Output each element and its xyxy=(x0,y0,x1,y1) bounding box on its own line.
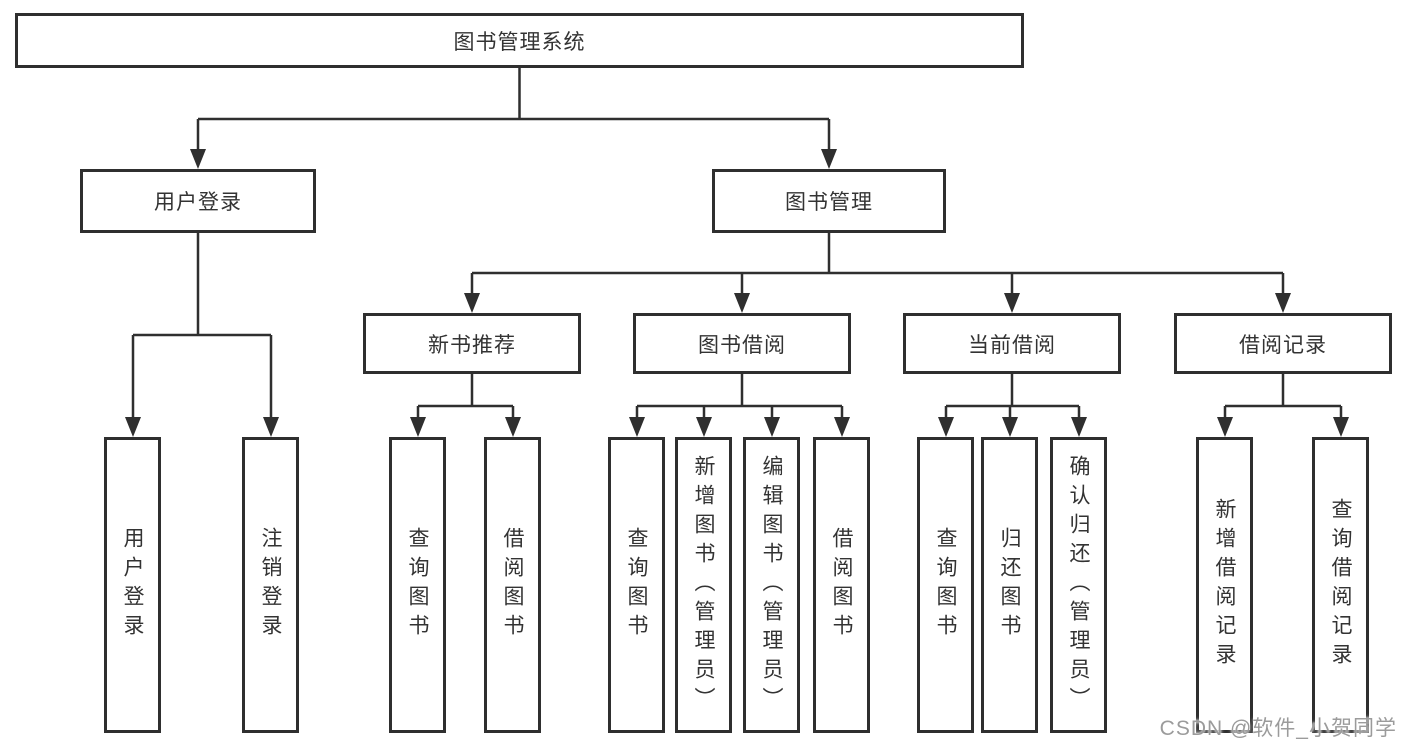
leaf-logout: 注销登录 xyxy=(242,437,299,733)
leaf-add-borrow-record: 新增借阅记录 xyxy=(1196,437,1253,733)
csdn-watermark: CSDN @软件_小贺同学 xyxy=(1159,717,1397,740)
leaf-confirm-return-admin: 确认归还（管理员） xyxy=(1050,437,1107,733)
leaf-borrow-books-borrow: 借阅图书 xyxy=(813,437,870,733)
node-book-borrowing: 图书借阅 xyxy=(633,313,851,374)
node-book-management-branch: 图书管理 xyxy=(712,169,946,233)
node-new-book-recommend-label: 新书推荐 xyxy=(428,333,516,357)
leaf-edit-book-admin: 编辑图书（管理员） xyxy=(743,437,800,733)
connector-bookmgmt-to-level3 xyxy=(470,233,1285,295)
connector-borrowrecord-to-leaves xyxy=(1223,374,1343,419)
arrowheads xyxy=(125,149,1349,437)
connector-bookborrow-to-leaves xyxy=(635,374,844,419)
node-current-borrowing-label: 当前借阅 xyxy=(968,333,1056,357)
connector-userlogin-to-leaves xyxy=(131,233,273,419)
leaf-query-books-current: 查询图书 xyxy=(917,437,974,733)
node-borrowing-records: 借阅记录 xyxy=(1174,313,1392,374)
node-book-management-branch-label: 图书管理 xyxy=(785,191,873,214)
node-borrowing-records-label: 借阅记录 xyxy=(1239,333,1327,357)
leaf-add-book-admin: 新增图书（管理员） xyxy=(675,437,732,733)
node-user-login-branch-label: 用户登录 xyxy=(154,191,242,214)
leaf-query-borrow-record: 查询借阅记录 xyxy=(1312,437,1369,733)
node-book-borrowing-label: 图书借阅 xyxy=(698,333,786,357)
connector-root-to-level2 xyxy=(196,68,831,151)
connector-newbook-to-leaves xyxy=(416,374,515,419)
leaf-borrow-books-newbook: 借阅图书 xyxy=(484,437,541,733)
leaf-query-books-newbook: 查询图书 xyxy=(389,437,446,733)
node-user-login-branch: 用户登录 xyxy=(80,169,316,233)
leaf-return-book: 归还图书 xyxy=(981,437,1038,733)
connector-currentborrow-to-leaves xyxy=(944,374,1081,419)
node-root-system: 图书管理系统 xyxy=(15,13,1024,68)
node-new-book-recommend: 新书推荐 xyxy=(363,313,581,374)
leaf-query-books-borrow: 查询图书 xyxy=(608,437,665,733)
node-current-borrowing: 当前借阅 xyxy=(903,313,1121,374)
leaf-user-login: 用户登录 xyxy=(104,437,161,733)
node-root-label: 图书管理系统 xyxy=(453,30,586,54)
